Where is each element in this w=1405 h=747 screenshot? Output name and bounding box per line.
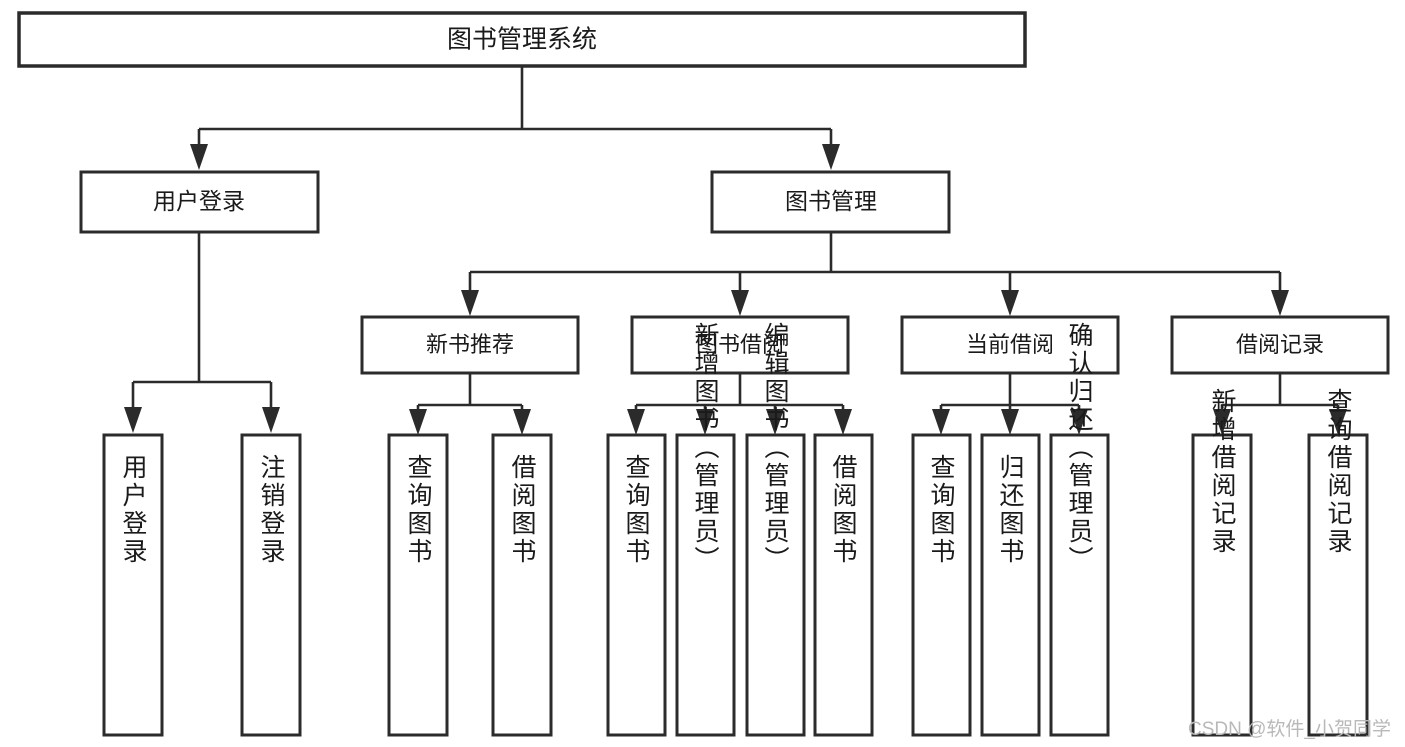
arrow-bb-leaf-4 <box>834 409 852 435</box>
node-root-system[interactable]: 图书管理系统 <box>17 11 1027 68</box>
leaf-book-borrow-3[interactable]: 编辑图书（管理员） <box>745 322 806 737</box>
leaf-current-borrow-2-label: 归还图书 <box>996 454 1025 566</box>
leaf-current-borrow-1[interactable]: 查询图书 <box>911 433 972 737</box>
node-current-borrow[interactable]: 当前借阅 <box>900 315 1120 375</box>
leaf-current-borrow-1-label: 查询图书 <box>927 454 956 566</box>
leaf-book-borrow-1-label: 查询图书 <box>622 454 651 566</box>
leaf-current-borrow-2[interactable]: 归还图书 <box>980 433 1041 737</box>
leaf-borrow-record-2-label: 查询借阅记录 <box>1324 388 1353 556</box>
arrow-to-borrow-record <box>1271 290 1289 316</box>
leaf-book-borrow-1[interactable]: 查询图书 <box>606 433 667 737</box>
leaf-borrow-record-1-label: 新增借阅记录 <box>1208 388 1237 556</box>
node-new-book-recommend-label: 新书推荐 <box>426 332 514 357</box>
leaf-user-login-1[interactable]: 用户登录 <box>102 433 164 737</box>
arrow-cb-leaf-2 <box>1001 409 1019 435</box>
connector-group-user-login <box>131 232 273 409</box>
connector-group-book-manage <box>468 232 1282 292</box>
connector-group-borrow-record <box>1220 373 1340 411</box>
node-borrow-record[interactable]: 借阅记录 <box>1170 315 1390 375</box>
node-user-login-label: 用户登录 <box>153 188 245 214</box>
connector-group-current-borrow <box>939 373 1081 411</box>
node-book-manage[interactable]: 图书管理 <box>710 170 951 234</box>
leaf-user-login-2[interactable]: 注销登录 <box>240 433 302 737</box>
node-user-login[interactable]: 用户登录 <box>79 170 320 234</box>
leaf-current-borrow-3-label: 确认归还（管理员） <box>1065 322 1094 574</box>
leaf-book-borrow-4[interactable]: 借阅图书 <box>813 433 874 737</box>
leaf-book-borrow-2[interactable]: 新增图书（管理员） <box>675 322 736 737</box>
arrow-to-leaf-logout <box>262 407 280 433</box>
node-root-system-label: 图书管理系统 <box>447 26 597 54</box>
arrow-cb-leaf-1 <box>932 409 950 435</box>
arrow-bb-leaf-1 <box>627 409 645 435</box>
arrow-to-current-borrow <box>1001 290 1019 316</box>
arrow-nb-leaf-1 <box>409 409 427 435</box>
leaf-borrow-record-1[interactable]: 新增借阅记录 <box>1191 388 1253 737</box>
leaf-book-borrow-3-label: 编辑图书（管理员） <box>761 322 790 574</box>
leaf-new-book-2-label: 借阅图书 <box>508 454 537 566</box>
arrow-to-new-book <box>461 290 479 316</box>
connector-group-new-book <box>416 373 524 411</box>
arrow-root-to-book-manage <box>822 144 840 170</box>
arrow-to-leaf-user-login <box>124 407 142 433</box>
node-borrow-record-label: 借阅记录 <box>1236 332 1324 357</box>
leaf-new-book-1-label: 查询图书 <box>404 454 433 566</box>
node-new-book-recommend[interactable]: 新书推荐 <box>360 315 580 375</box>
arrow-to-book-borrow <box>731 290 749 316</box>
node-book-borrow[interactable]: 图书借阅 <box>630 315 850 375</box>
leaf-borrow-record-2[interactable]: 查询借阅记录 <box>1307 388 1369 737</box>
leaf-user-login-2-label: 注销登录 <box>257 454 286 566</box>
leaf-user-login-1-label: 用户登录 <box>119 454 148 566</box>
leaf-new-book-2[interactable]: 借阅图书 <box>491 433 553 737</box>
arrow-root-to-user-login <box>190 144 208 170</box>
node-book-manage-label: 图书管理 <box>785 188 877 214</box>
arrow-nb-leaf-2 <box>513 409 531 435</box>
leaf-new-book-1[interactable]: 查询图书 <box>387 433 449 737</box>
leaf-book-borrow-4-label: 借阅图书 <box>829 454 858 566</box>
leaf-book-borrow-2-label: 新增图书（管理员） <box>691 322 720 574</box>
leaf-current-borrow-3[interactable]: 确认归还（管理员） <box>1049 322 1110 737</box>
node-current-borrow-label: 当前借阅 <box>966 332 1054 357</box>
connector-group-book-borrow <box>634 373 845 411</box>
node-book-borrow-label: 图书借阅 <box>696 332 784 357</box>
connector-group-root <box>197 66 833 146</box>
